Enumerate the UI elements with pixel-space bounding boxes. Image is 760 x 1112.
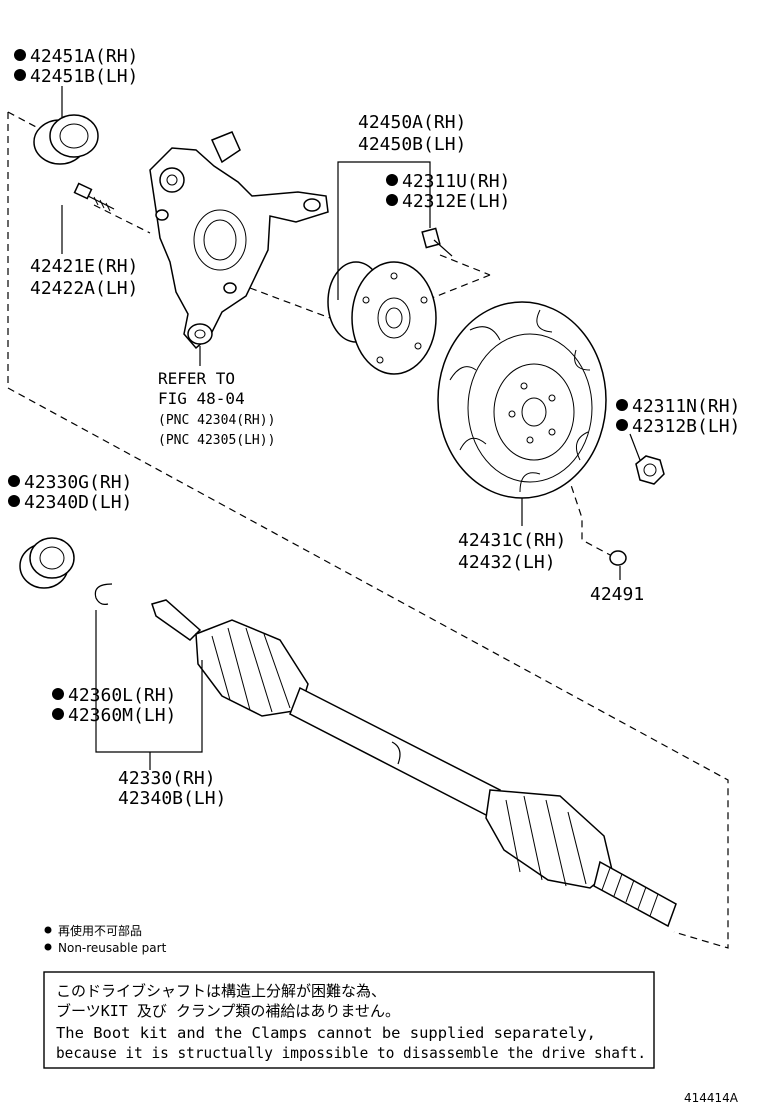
non-reusable-mark-icon [52,708,64,720]
non-reusable-mark-icon [14,49,26,61]
label-42450B: 42450B(LH) [358,134,466,155]
note-box: このドライブシャフトは構造上分解が困難な為、 ブーツKIT 及び クランプ類の補… [43,971,655,1069]
snap-ring[interactable] [94,583,113,605]
brake-disc[interactable] [437,301,607,499]
non-reusable-mark-icon [52,688,64,700]
label-42451A: 42451A(RH) [30,46,138,67]
note-line-3: The Boot kit and the Clamps cannot be su… [56,1024,596,1042]
label-42330G: 42330G(RH) [24,472,132,493]
label-42432: 42432(LH) [458,552,556,573]
non-reusable-mark-icon [386,174,398,186]
non-reusable-mark-icon [8,495,20,507]
oil-seal-lower[interactable] [19,537,75,589]
drive-shaft[interactable] [151,599,677,928]
plug[interactable] [609,550,627,566]
oil-seal-upper[interactable] [33,114,99,165]
note-line-2: ブーツKIT 及び クランプ類の補給はありません。 [56,1002,400,1020]
label-42360L: 42360L(RH) [68,685,176,706]
label-seal-lower: 42330G(RH) 42340D(LH) [8,472,132,513]
legend-bullet-icon [44,943,52,951]
label-42312E: 42312E(LH) [402,191,510,212]
label-refer: REFER TO FIG 48-04 (PNC 42304(RH)) (PNC … [158,369,275,448]
refer-line-2: FIG 48-04 [158,389,245,408]
non-reusable-mark-icon [616,399,628,411]
label-42360M: 42360M(LH) [68,705,176,726]
steering-knuckle[interactable] [149,131,329,350]
non-reusable-mark-icon [616,419,628,431]
label-42330: 42330(RH) [118,768,216,789]
label-disc: 42431C(RH) 42432(LH) [458,530,566,573]
label-seal-upper: 42451A(RH) 42451B(LH) [14,46,138,87]
label-42340B: 42340B(LH) [118,788,226,809]
label-42421E: 42421E(RH) [30,256,138,277]
legend-bullet-icon [44,926,52,934]
legend-line-1: 再使用不可部品 [58,923,142,938]
non-reusable-mark-icon [8,475,20,487]
legend-line-2: Non-reusable part [58,941,167,955]
refer-line-1: REFER TO [158,369,235,388]
hub-assembly[interactable] [327,261,437,375]
label-42340D: 42340D(LH) [24,492,132,513]
label-snap-ring: 42360L(RH) 42360M(LH) [52,685,176,726]
non-reusable-mark-icon [14,69,26,81]
label-42311N: 42311N(RH) [632,396,740,417]
label-42422A: 42422A(LH) [30,278,138,299]
hub-bolt[interactable] [421,227,453,257]
label-42311U: 42311U(RH) [402,171,510,192]
label-42451B: 42451B(LH) [30,66,138,87]
refer-line-3: (PNC 42304(RH)) [158,413,275,428]
knuckle-bolt[interactable] [73,182,115,212]
label-42431C: 42431C(RH) [458,530,566,551]
label-42491: 42491 [590,584,644,605]
refer-line-4: (PNC 42305(LH)) [158,433,275,448]
label-shaft: 42330(RH) 42340B(LH) [118,768,226,809]
hub-nut[interactable] [635,455,665,485]
leader-lines [61,86,641,770]
label-42312B: 42312B(LH) [632,416,740,437]
non-reusable-mark-icon [386,194,398,206]
label-hub-bolt: 42311U(RH) 42312E(LH) [386,171,510,212]
label-42450A: 42450A(RH) [358,112,466,133]
label-plug: 42491 [590,584,644,605]
legend: 再使用不可部品 Non-reusable part [44,923,167,955]
label-bolt: 42421E(RH) 42422A(LH) [30,256,138,299]
label-hub: 42450A(RH) 42450B(LH) [358,112,466,155]
figure-id: 414414A [684,1091,739,1105]
note-line-1: このドライブシャフトは構造上分解が困難な為、 [56,982,386,1000]
assembly-outline [7,111,729,949]
label-nut: 42311N(RH) 42312B(LH) [616,396,740,437]
note-line-4: because it is structually impossible to … [56,1044,646,1062]
